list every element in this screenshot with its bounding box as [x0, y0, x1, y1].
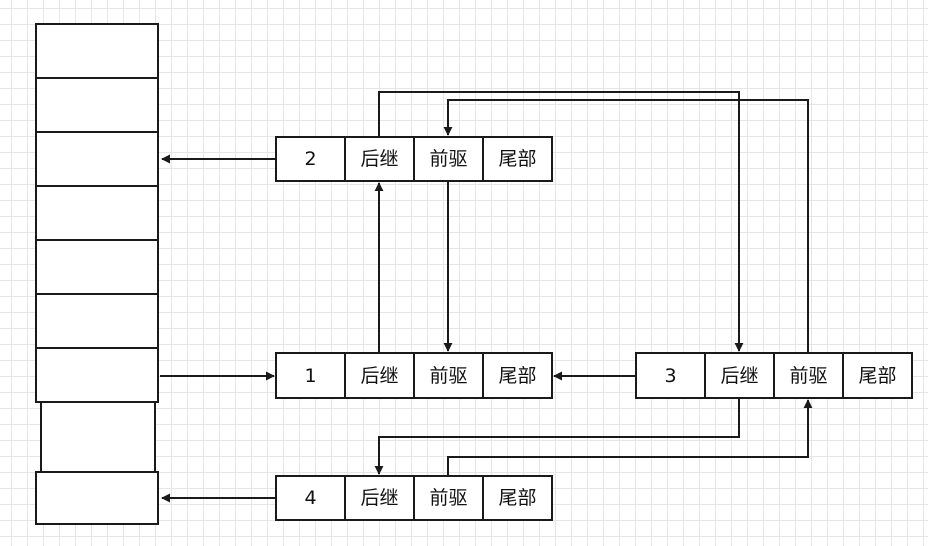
node-2-after-cell [344, 136, 415, 182]
node-3-next-label: 尾部 [858, 365, 896, 387]
node-1-before-cell [413, 352, 484, 399]
node-1-key-cell [275, 352, 346, 399]
node-3-before-label: 前驱 [789, 365, 827, 387]
node-1-after-label: 后继 [360, 365, 398, 387]
node-3-next-cell [842, 352, 913, 399]
hash-table [35, 23, 159, 525]
node-3-after-label: 后继 [720, 365, 758, 387]
node-1-next-label: 尾部 [498, 365, 536, 387]
node-1-next-cell [482, 352, 553, 399]
bucket-8 [35, 471, 159, 525]
node-3: 3 后继 前驱 尾部 [635, 352, 913, 399]
node-1: 1 后继 前驱 尾部 [275, 352, 553, 399]
node-4-after-label: 后继 [360, 487, 398, 509]
node-4-next-cell [482, 475, 553, 521]
bucket-2 [35, 131, 159, 187]
edge-node3-before-to-node2 [443, 99, 809, 353]
node-4-key: 4 [304, 487, 316, 509]
edges [160, 91, 813, 503]
edge-node2-after-to-node3 [378, 91, 744, 352]
node-3-after-cell [704, 352, 775, 399]
bucket-6 [35, 347, 159, 403]
node-4-before-label: 前驱 [429, 487, 467, 509]
edge-node3-after-to-node4 [374, 398, 740, 475]
node-2-after-label: 后继 [360, 148, 398, 170]
bucket-5 [35, 293, 159, 349]
node-4-next-label: 尾部 [498, 487, 536, 509]
node-4-key-cell [275, 475, 346, 521]
edge-node4-before-to-node3 [447, 399, 813, 476]
bucket-0 [35, 23, 159, 79]
bucket-1 [35, 77, 159, 133]
node-2-next-cell [482, 136, 553, 182]
node-3-key: 3 [664, 365, 676, 387]
node-2-before-label: 前驱 [429, 148, 467, 170]
bucket-7 [40, 401, 156, 473]
node-1-before-label: 前驱 [429, 365, 467, 387]
node-2-next-label: 尾部 [498, 148, 536, 170]
bucket-3 [35, 185, 159, 241]
node-2: 2 后继 前驱 尾部 [275, 136, 553, 182]
node-1-after-cell [344, 352, 415, 399]
node-4: 4 后继 前驱 尾部 [275, 475, 553, 521]
node-2-key: 2 [304, 148, 316, 170]
node-1-key: 1 [304, 365, 316, 387]
bucket-4 [35, 239, 159, 295]
node-4-after-cell [344, 475, 415, 521]
